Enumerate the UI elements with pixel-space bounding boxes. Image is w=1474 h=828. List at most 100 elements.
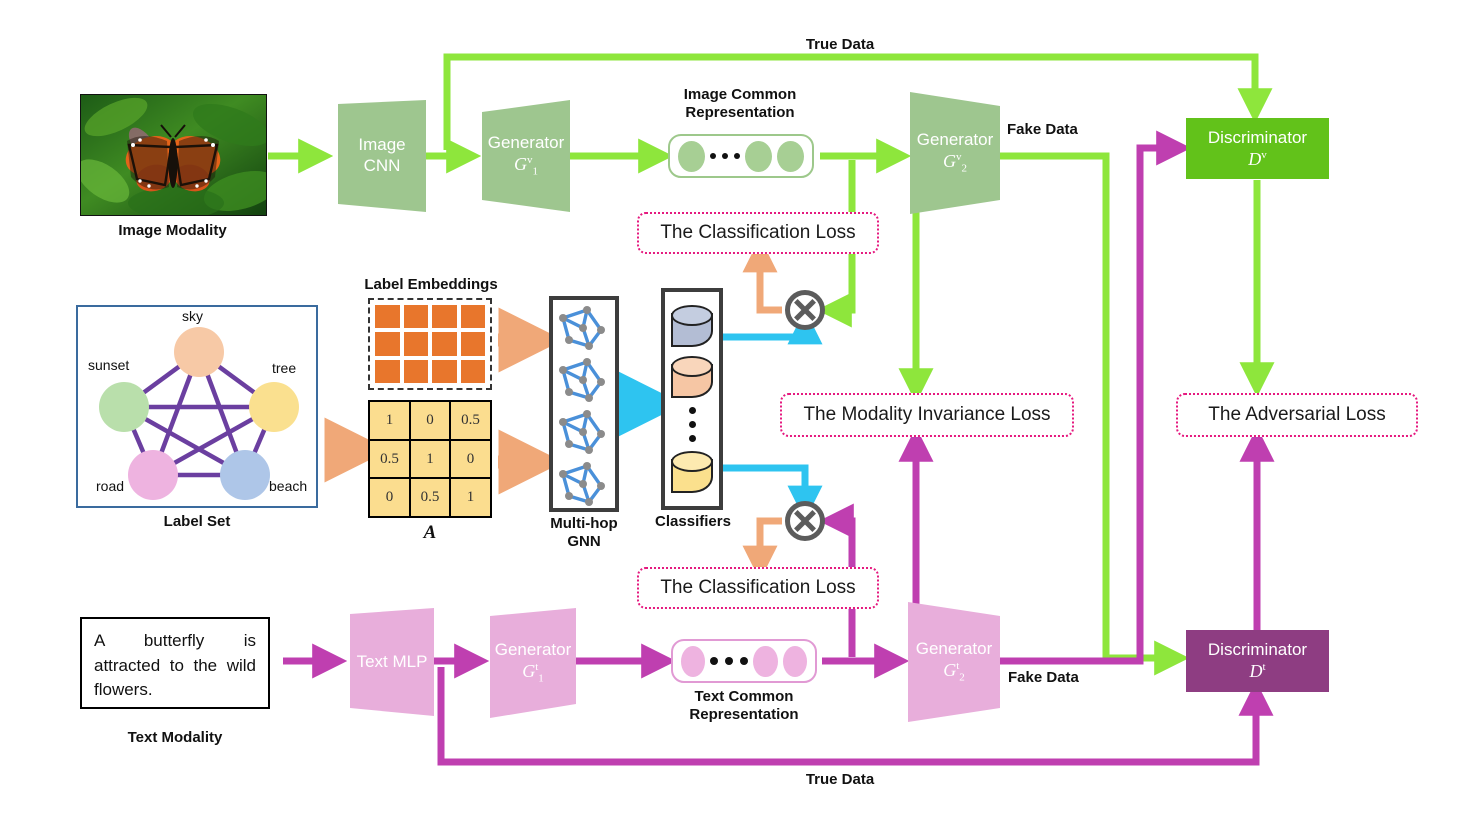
embedding-cell: [460, 359, 485, 383]
repr-unit: [753, 645, 778, 677]
embedding-cell: [432, 359, 457, 383]
discriminator-symbol: Dv: [1248, 148, 1267, 169]
repr-unit: [681, 645, 706, 677]
adjacency-matrix-caption: A: [423, 522, 437, 543]
embedding-cell: [432, 332, 457, 356]
image-common-representation: [668, 134, 814, 178]
generator-word: Generator: [916, 130, 994, 150]
trapezoid-shape: [338, 100, 426, 212]
classifier-cylinder: [671, 355, 713, 398]
image-generator1-label: Generator Gv1: [488, 133, 565, 179]
matrix-cell: 0: [410, 402, 450, 439]
image-modality-caption: Image Modality: [118, 222, 227, 239]
trapezoid-shape: [482, 100, 570, 212]
label-set-caption: Label Set: [163, 513, 231, 530]
image-discriminator-label: Discriminator Dv: [1208, 127, 1307, 171]
matrix-cell: 1: [370, 402, 409, 439]
generator-word: Generator: [915, 639, 993, 659]
embedding-cell: [432, 305, 457, 329]
embedding-cell: [403, 332, 428, 356]
embedding-cell: [460, 332, 485, 356]
classifier-cylinder: [671, 451, 713, 494]
embedding-cell: [375, 332, 400, 356]
text-true-data-label: True Data: [805, 771, 875, 788]
node-sky: [174, 327, 224, 377]
node-label-sunset: sunset: [88, 357, 130, 373]
text-mlp-block: Text MLP: [350, 608, 434, 716]
multihop-gnn-caption: Multi-hop GNN: [550, 515, 618, 550]
label-embeddings-grid: [368, 298, 492, 390]
node-sunset: [99, 382, 149, 432]
text-mlp-label: Text MLP: [356, 651, 428, 671]
modality-invariance-loss: The Modality Invariance Loss: [780, 393, 1074, 437]
node-road: [128, 450, 178, 500]
text-generator2-label: Generator Gt2: [916, 639, 993, 685]
matrix-cell: 0.5: [451, 402, 490, 439]
generator2-symbol: Gv2: [942, 150, 967, 175]
image-fusion-operator: [785, 290, 825, 330]
embedding-cell: [375, 305, 400, 329]
generator2-symbol: Gt2: [943, 659, 965, 684]
matrix-cell: 1: [410, 440, 450, 478]
matrix-cell: 0: [451, 440, 490, 478]
node-tree: [249, 382, 299, 432]
node-label-tree: tree: [272, 360, 297, 376]
text-fake-data-label: Fake Data: [1008, 669, 1079, 686]
text-discriminator-label: Discriminator Dt: [1208, 639, 1307, 683]
image-generator1-block: Generator Gv1: [482, 100, 570, 212]
text-common-representation: [671, 639, 817, 683]
node-label-beach: beach: [269, 478, 308, 494]
image-classification-loss: The Classification Loss: [637, 212, 879, 254]
repr-ellipsis: [710, 153, 740, 159]
image-representation-title: Image Common Representation: [683, 86, 797, 121]
node-label-road: road: [96, 478, 125, 494]
matrix-cell: 0: [370, 479, 409, 516]
image-cnn-label: Image CNN: [358, 135, 406, 175]
classifiers-caption: Classifiers: [655, 513, 731, 530]
embedding-cell: [375, 359, 400, 383]
label-graph: [99, 327, 299, 500]
generator-word: Generator: [487, 133, 565, 153]
generator1-symbol: Gv1: [513, 153, 538, 178]
image-true-data-label: True Data: [805, 36, 875, 53]
embedding-cell: [403, 305, 428, 329]
generator-word: Generator: [494, 640, 572, 660]
discriminator-word: Discriminator: [1207, 640, 1308, 660]
classifiers-column: [661, 288, 723, 510]
label-set-panel: [76, 305, 318, 508]
trapezoid-shape: [910, 92, 1000, 214]
embedding-cell: [403, 359, 428, 383]
repr-ellipsis: [710, 657, 749, 665]
text-generator2-block: Generator Gt2: [908, 602, 1000, 722]
adversarial-loss: The Adversarial Loss: [1176, 393, 1418, 437]
text-modality-caption: Text Modality: [127, 729, 223, 746]
multihop-gnn-column: [549, 296, 619, 512]
repr-unit: [678, 140, 705, 172]
text-generator1-block: Generator Gt1: [490, 608, 576, 718]
image-generator2-block: Generator Gv2: [910, 92, 1000, 214]
trapezoid-shape: [350, 608, 434, 716]
image-modality-thumbnail: [80, 94, 267, 216]
generator1-symbol: Gt1: [522, 660, 544, 685]
text-representation-title: Text Common Representation: [689, 688, 799, 723]
node-beach: [220, 450, 270, 500]
text-classification-loss: The Classification Loss: [637, 567, 879, 609]
discriminator-symbol: Dt: [1249, 661, 1266, 682]
discriminator-word: Discriminator: [1207, 127, 1308, 147]
label-embeddings-title: Label Embeddings: [364, 276, 498, 293]
matrix-cell: 1: [451, 479, 490, 516]
trapezoid-shape: [490, 608, 576, 718]
text-modality-box: A butterfly is attracted to the wild flo…: [80, 617, 270, 709]
text-generator1-label: Generator Gt1: [495, 640, 572, 686]
image-generator2-label: Generator Gv2: [917, 130, 994, 176]
image-fake-data-label: Fake Data: [1007, 121, 1078, 138]
text-discriminator: Discriminator Dt: [1186, 630, 1329, 692]
matrix-cell: 0.5: [370, 440, 409, 478]
repr-unit: [777, 140, 804, 172]
classifier-cylinder: [671, 304, 713, 347]
matrix-cell: 0.5: [410, 479, 450, 516]
repr-unit: [745, 140, 772, 172]
butterfly-photo: [81, 95, 266, 215]
